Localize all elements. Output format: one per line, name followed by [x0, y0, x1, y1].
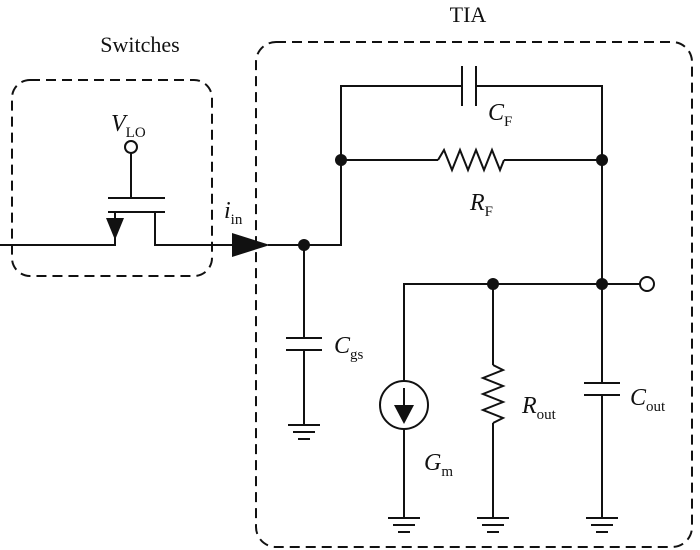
- ground-icon: [586, 517, 618, 533]
- junction-dot: [487, 278, 499, 290]
- cout-label: Cout: [630, 385, 666, 415]
- vlo-label: VLO: [111, 111, 146, 141]
- switches-block-outline: [11, 79, 213, 277]
- transistor-arrow-icon: [106, 218, 124, 240]
- ground-icon: [388, 500, 420, 533]
- rf-label: RF: [469, 190, 493, 220]
- ground-icon: [288, 424, 320, 440]
- cf-label: CF: [488, 100, 512, 130]
- capacitor-cf: [461, 66, 477, 106]
- output-terminal: [639, 276, 655, 292]
- gm-label: Gm: [424, 450, 453, 480]
- switch-transistor: [0, 140, 234, 246]
- capacitor-cout: [584, 382, 620, 518]
- input-current-arrow-icon: [232, 233, 270, 257]
- ground-icon: [477, 517, 509, 533]
- junction-dot: [335, 154, 347, 166]
- resistor-rout: [480, 364, 506, 424]
- switches-block-label: Switches: [100, 32, 179, 57]
- capacitor-cgs: [286, 245, 322, 425]
- tia-block-outline: [255, 41, 693, 548]
- iin-label: iin: [224, 198, 243, 228]
- junction-dot: [596, 278, 608, 290]
- junction-dot: [596, 154, 608, 166]
- current-source-arrow-icon: [394, 405, 414, 424]
- rout-label: Rout: [521, 393, 557, 423]
- current-source-gm: [379, 380, 429, 430]
- tia-block-label: TIA: [450, 2, 487, 27]
- vlo-terminal: [124, 140, 138, 154]
- resistor-rf: [437, 147, 505, 173]
- junction-dot: [298, 239, 310, 251]
- cgs-label: Cgs: [334, 333, 364, 363]
